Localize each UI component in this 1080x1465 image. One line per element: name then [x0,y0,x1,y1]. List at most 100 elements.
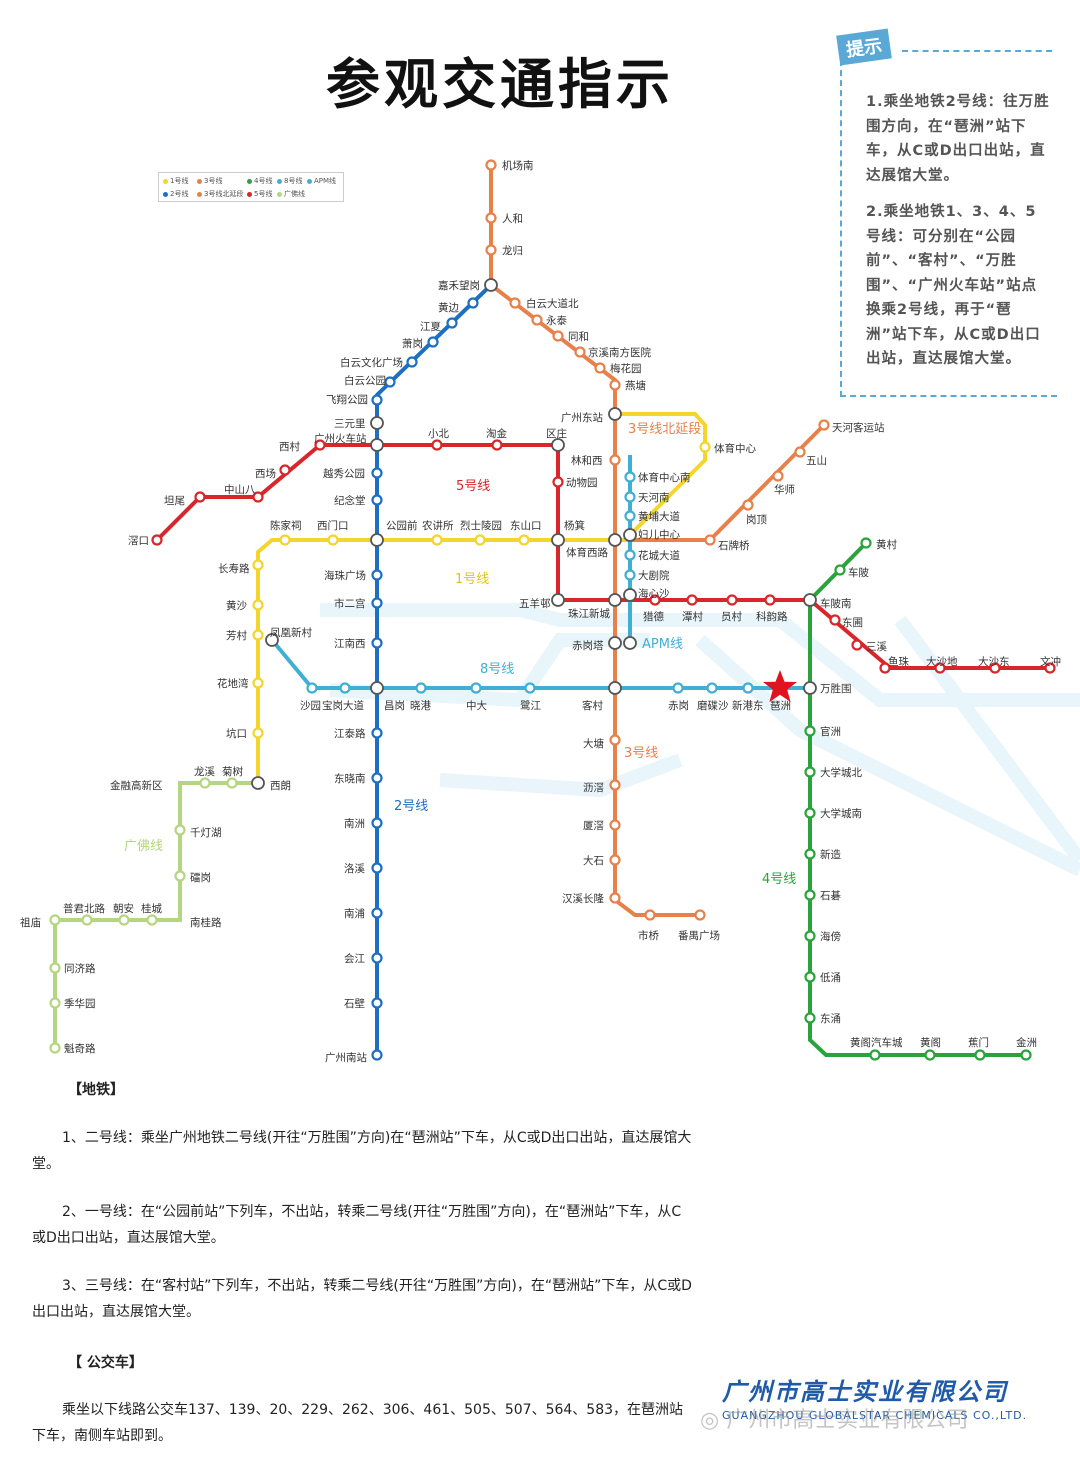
station-label: 江夏 [420,321,441,333]
metro-line2-instructions: 1、二号线：乘坐广州地铁二号线(开往“万胜围”方向)在“琶洲站”下车，从C或D出… [32,1130,692,1172]
station-label: 昌岗 [384,700,405,712]
station-label: 同和 [568,331,589,343]
line-label-4: 4号线 [762,872,796,887]
station-label: 林和西 [571,454,603,467]
station-label: 宝岗大道 [322,699,364,712]
line-label-1: 1号线 [455,572,489,587]
legend-line5: 5号线 [247,189,272,199]
station-label: 白云公园 [344,374,386,387]
station-label: 礌岗 [190,872,211,884]
station-label: 中大 [466,699,487,712]
station-label: 海珠广场 [324,569,366,582]
station-label: 江泰路 [334,727,366,740]
station-label: 东圃 [842,616,863,629]
metro-heading: 【地铁】 [68,1082,124,1098]
legend-line4: 4号线 [247,176,272,186]
station-label: 天河南 [638,491,670,504]
station-label: 鹭江 [520,700,541,712]
line-label-apm: APM线 [642,637,683,652]
pazhou-star-icon [763,670,797,702]
station-label: 沥滘 [583,782,604,794]
line-1 [256,538,630,783]
line-3-north [615,412,707,537]
station-label: 金洲 [1016,1036,1037,1049]
station-label: 京溪南方医院 [588,346,651,359]
station-label: 赤岗 [668,700,689,712]
station-label: 普君北路 [63,902,105,915]
station-label: 江南西 [334,637,366,650]
station-label: 万胜围 [820,683,852,695]
station-label: 新造 [820,848,841,861]
tips-divider [902,50,1052,52]
station-label: 文冲 [1040,655,1061,668]
station-label: 体育中心 [714,442,756,455]
station-label: 市二宫 [334,597,366,610]
bus-instructions: 乘坐以下线路公交车137、139、20、229、262、306、461、505、… [32,1402,684,1444]
station-label: 车陂 [848,566,869,579]
station-label: 鱼珠 [888,655,909,668]
station-label: 沙园 [300,700,321,712]
station-label: 洛溪 [344,862,365,875]
station-label: 机场南 [502,159,534,172]
station-label: 石碁 [820,889,841,902]
station-label: 魁奇路 [64,1042,96,1055]
station-label: 黄阁汽车城 [850,1036,903,1049]
station-label: 珠江新城 [568,607,610,620]
station-label: 龙归 [502,244,523,257]
station-label: 大剧院 [638,569,670,582]
station-label: 华师 [774,483,795,496]
station-label: 海心沙 [638,587,670,600]
station-label: 杨箕 [564,519,585,532]
station-label: 白云大道北 [526,297,579,310]
station-label: 花城大道 [638,549,680,562]
station-label: 长寿路 [218,562,250,575]
station-label: 五羊邨 [519,597,551,610]
station-label: 区庄 [546,427,567,440]
station-label: 烈士陵园 [460,519,502,532]
legend-line3-north: 3号线北延段 [197,189,243,199]
station-label: 萧岗 [402,338,423,350]
line-label-8: 8号线 [480,662,514,677]
line-label-5: 5号线 [456,479,490,494]
station-label: 同济路 [64,962,96,975]
station-label: 赤岗塔 [572,639,604,652]
legend-line8: 8号线 [277,176,302,186]
station-label: 岗顶 [746,514,767,526]
metro-map: 5号线 1号线 8号线 2号线 3号线 3号线北延段 APM线 4号线 广佛线 … [20,159,1080,1064]
station-label: 龙溪 [194,765,215,778]
station-label: 体育西路 [566,546,608,559]
station-label: 晓港 [410,700,431,712]
station-label: 中山八 [224,483,256,496]
station-label: 陈家祠 [270,519,302,532]
station-label: 小北 [428,428,449,440]
line-label-2: 2号线 [394,799,428,814]
station-label: 汉溪长隆 [562,892,604,905]
line-label-3: 3号线 [624,746,658,761]
station-label: 黄边 [438,301,459,314]
tip-2: 2.乘坐地铁1、3、4、5号线：可分别在“公园前”、“客村”、“万胜围”、“广州… [866,204,1041,367]
station-label: 飞翔公园 [326,393,368,406]
station-label: 淘金 [486,427,507,440]
company-name-cn: 广州市高士实业有限公司 [722,1378,1008,1406]
station-label: 东涌 [820,1012,841,1025]
station-label: 三溪 [866,641,887,653]
station-label: 黄村 [876,538,897,551]
legend-line1: 1号线 [163,176,188,186]
tips-panel: 提示 1.乘坐地铁2号线：往万胜围方向，在“琶洲”站下车，从C或D出口出站，直达… [836,28,1057,397]
station-label: 石壁 [344,997,365,1010]
station-label: 公园前 [386,519,418,532]
station-dots [49,159,1056,1061]
station-label: 东晓南 [334,772,366,785]
station-label: 黄埔大道 [638,510,680,523]
station-label: 五山 [806,455,827,467]
station-label: 厦滘 [583,820,604,832]
station-label: 大沙东 [978,655,1010,668]
station-label: 滘口 [128,535,149,547]
station-label: 祖庙 [20,916,41,929]
station-label: 大学城北 [820,766,862,779]
station-label: 桂城 [141,902,162,915]
station-label: 广州火车站 [314,432,367,445]
station-label: 广州东站 [561,411,603,424]
station-label: 千灯湖 [190,827,222,839]
station-label: 琶洲 [770,700,791,712]
